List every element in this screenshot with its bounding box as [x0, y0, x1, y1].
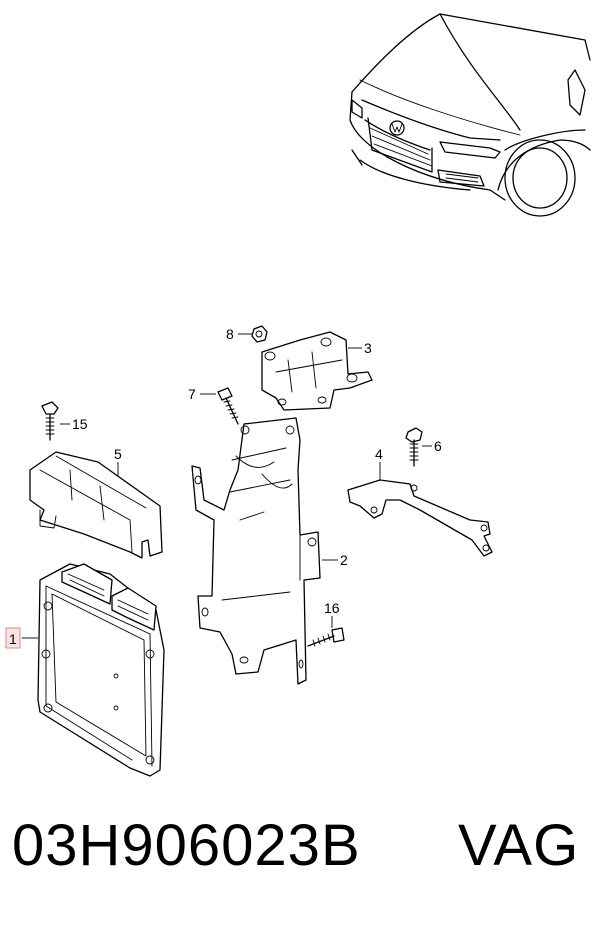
- callout-7[interactable]: 7: [188, 386, 196, 402]
- leader-lines: [22, 333, 432, 639]
- callout-4[interactable]: 4: [375, 446, 383, 462]
- callout-6[interactable]: 6: [434, 438, 442, 454]
- part-16-screw[interactable]: [307, 627, 345, 647]
- callout-16[interactable]: 16: [324, 600, 340, 616]
- part-3-upper-bracket[interactable]: [261, 331, 373, 411]
- callout-numbers: 1 2 3 4 5 6 7 8 15 16: [5, 326, 442, 649]
- part-15-screw[interactable]: [41, 401, 59, 441]
- callout-8[interactable]: 8: [226, 326, 234, 342]
- part-1-ecu[interactable]: [37, 563, 165, 777]
- part-number: 03H906023B: [12, 813, 361, 878]
- callout-1-highlight: [5, 627, 21, 649]
- callout-2[interactable]: 2: [340, 552, 348, 568]
- part-6-screw[interactable]: [405, 427, 423, 467]
- part-7-screw[interactable]: [217, 387, 239, 425]
- callout-3[interactable]: 3: [364, 340, 372, 356]
- car-front-illustration: [349, 13, 591, 217]
- part-4-bracket[interactable]: [347, 479, 493, 557]
- part-8-nut[interactable]: [251, 325, 268, 343]
- footer-caption: 03H906023B VAG: [0, 812, 600, 902]
- brand-label: VAG: [458, 813, 580, 878]
- part-5-cover[interactable]: [29, 451, 163, 559]
- part-2-main-bracket[interactable]: [191, 417, 321, 685]
- callout-15[interactable]: 15: [72, 416, 88, 432]
- callout-5[interactable]: 5: [114, 446, 122, 462]
- callout-1[interactable]: 1: [9, 631, 17, 647]
